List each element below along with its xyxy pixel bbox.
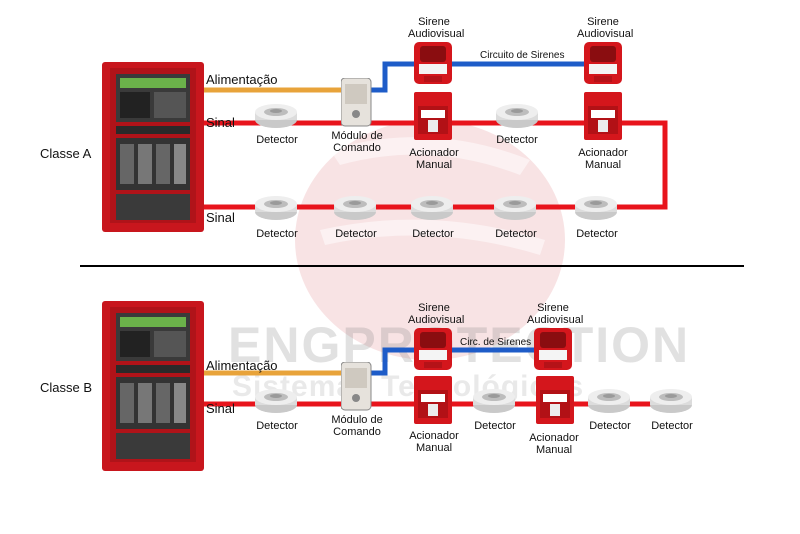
siren-circuit-b xyxy=(370,347,555,376)
siren-a-2 xyxy=(584,42,622,84)
watermark-title: ENGPROTECTION xyxy=(228,317,691,373)
detector-label-b-3: Detector xyxy=(589,420,631,432)
detector-label-a-top-1: Detector xyxy=(256,134,298,146)
detector-b-1 xyxy=(255,389,297,413)
detector-a-bottom-5 xyxy=(575,196,617,220)
module-a xyxy=(341,78,372,127)
manual-label-a-1: Acionador Manual xyxy=(409,147,459,171)
siren-b-1 xyxy=(414,328,452,370)
manual-label-a-2: Acionador Manual xyxy=(578,147,628,171)
module-label-a: Módulo de Comando xyxy=(331,130,383,154)
detector-label-a-bottom-3: Detector xyxy=(412,228,454,240)
siren-circuit-label-a: Circuito de Sirenes xyxy=(480,50,565,61)
detector-b-2 xyxy=(473,389,515,413)
siren-label-a-2: Sirene Audiovisual xyxy=(577,16,634,40)
siren-label-a-1: Sirene Audiovisual xyxy=(408,16,465,40)
detector-b-3 xyxy=(588,389,630,413)
class-a-label: Classe A xyxy=(40,146,92,161)
detector-a-top-1 xyxy=(255,104,297,128)
detector-label-a-bottom-1: Detector xyxy=(256,228,298,240)
power-label-a: Alimentação xyxy=(206,72,278,87)
siren-a-1 xyxy=(414,42,452,84)
detector-label-a-bottom-4: Detector xyxy=(495,228,537,240)
detector-label-b-2: Detector xyxy=(474,420,516,432)
detector-a-top-2 xyxy=(496,104,538,128)
detector-label-a-top-2: Detector xyxy=(496,134,538,146)
detector-label-a-bottom-5: Detector xyxy=(576,228,618,240)
manual-label-b-1: Acionador Manual xyxy=(409,430,459,454)
detector-a-bottom-4 xyxy=(494,196,536,220)
detector-b-4 xyxy=(650,389,692,413)
pull-station-a-2 xyxy=(584,92,622,140)
siren-label-b-1: Sirene Audiovisual xyxy=(408,302,465,326)
detector-label-a-bottom-2: Detector xyxy=(335,228,377,240)
pull-station-b-2 xyxy=(536,376,574,424)
pull-station-a-1 xyxy=(414,92,452,140)
detector-a-bottom-1 xyxy=(255,196,297,220)
siren-b-2 xyxy=(534,328,572,370)
detector-a-bottom-2 xyxy=(334,196,376,220)
detector-label-b-4: Detector xyxy=(651,420,693,432)
signal-label-a-bottom: Sinal xyxy=(206,210,235,225)
signal-label-a-top: Sinal xyxy=(206,115,235,130)
manual-label-b-2: Acionador Manual xyxy=(529,432,579,456)
detector-a-bottom-3 xyxy=(411,196,453,220)
siren-label-b-2: Sirene Audiovisual xyxy=(527,302,584,326)
module-b xyxy=(341,362,372,411)
power-label-b: Alimentação xyxy=(206,358,278,373)
siren-circuit-a xyxy=(370,61,600,93)
pull-station-b-1 xyxy=(414,376,452,424)
class-b-label: Classe B xyxy=(40,380,93,395)
detector-label-b-1: Detector xyxy=(256,420,298,432)
signal-label-b: Sinal xyxy=(206,401,235,416)
module-label-b: Módulo de Comando xyxy=(331,414,383,438)
siren-circuit-label-b: Circ. de Sirenes xyxy=(460,337,532,348)
